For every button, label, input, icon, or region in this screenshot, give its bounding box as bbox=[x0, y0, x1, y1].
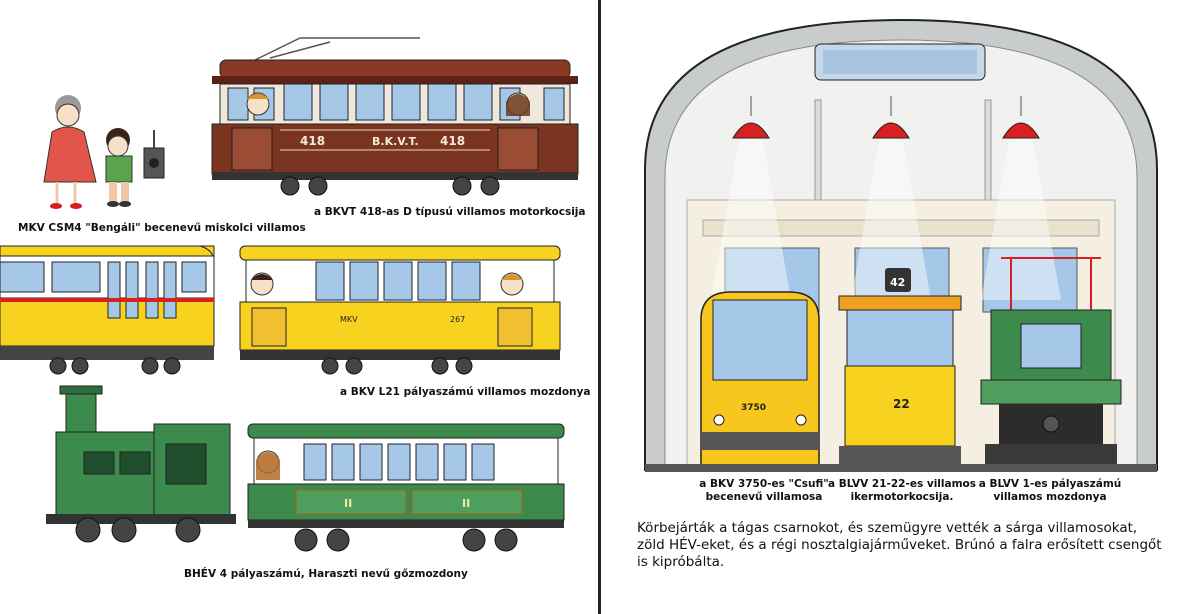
caption-blvv-1-line2: villamos mozdonya bbox=[993, 491, 1107, 503]
caption-blvv-21-22-line2: ikermotorkocsija. bbox=[850, 491, 954, 503]
right-page: 3750 42 22 bbox=[601, 0, 1200, 614]
l21-number-marking: 267 bbox=[450, 315, 465, 324]
story-line-3: is kipróbálta. bbox=[637, 554, 725, 570]
caption-bhev-4: BHÉV 4 pályaszámú, Haraszti nevű gőzmozd… bbox=[184, 568, 468, 580]
route-sign-42: 42 bbox=[890, 276, 905, 289]
caption-blvv-1-line1: a BLVV 1-es pályaszámú bbox=[978, 478, 1122, 490]
caption-blvv-1: a BLVV 1-es pályaszámú villamos mozdonya bbox=[975, 478, 1125, 504]
caption-csufi-line2: becenevű villamosa bbox=[705, 491, 823, 503]
bkv-3750-csufi-tram-illustration: 3750 bbox=[700, 291, 820, 471]
tram-operator-marking: B.K.V.T. bbox=[372, 135, 419, 148]
blvv-fleet-number-22: 22 bbox=[893, 397, 910, 411]
bkv-l21-tram-illustration: MKV 267 bbox=[239, 245, 561, 375]
left-page-illustration: 418 B.K.V.T. 418 bbox=[0, 37, 579, 552]
left-page: 418 B.K.V.T. 418 bbox=[0, 0, 598, 614]
caption-csufi-line1: a BKV 3750-es "Csufi" bbox=[699, 478, 829, 490]
tram-number-left: 418 bbox=[300, 134, 325, 148]
l21-operator-marking: MKV bbox=[340, 315, 358, 324]
hev-4-steam-locomotive-illustration bbox=[46, 385, 236, 543]
story-paragraph: Körbejárták a tágas csarnokot, és szemüg… bbox=[637, 520, 1177, 571]
csufi-fleet-number: 3750 bbox=[741, 403, 766, 413]
caption-blvv-21-22: a BLVV 21-22-es villamos ikermotorkocsij… bbox=[827, 478, 977, 504]
story-line-2: zöld HÉV-eket, és a régi nosztalgiajármű… bbox=[637, 537, 1162, 553]
carriage-class-marking-2: II bbox=[462, 497, 470, 510]
carriage-class-marking-1: II bbox=[344, 497, 352, 510]
caption-csufi: a BKV 3750-es "Csufi" becenevű villamosa bbox=[689, 478, 839, 504]
caption-bkvt-418: a BKVT 418-as D típusú villamos motorkoc… bbox=[314, 206, 586, 218]
mkv-bengali-tram-illustration bbox=[0, 245, 215, 375]
blvv-21-22-tram-illustration: 42 22 bbox=[838, 268, 962, 464]
depot-hall-illustration: 3750 42 22 bbox=[644, 18, 1158, 472]
caption-mkv-bengali: MKV CSM4 "Bengáli" becenevű miskolci vil… bbox=[18, 222, 306, 234]
caption-blvv-21-22-line1: a BLVV 21-22-es villamos bbox=[828, 478, 976, 490]
story-line-1: Körbejárták a tágas csarnokot, és szemüg… bbox=[637, 520, 1138, 536]
caption-bkv-l21: a BKV L21 pályaszámú villamos mozdonya bbox=[340, 386, 591, 398]
mother-and-child-illustration bbox=[43, 95, 165, 209]
blvv-1-locomotive-illustration bbox=[980, 257, 1122, 464]
tram-number-right: 418 bbox=[440, 134, 465, 148]
hev-green-carriage-illustration: II II bbox=[247, 423, 565, 552]
page-gutter bbox=[598, 0, 601, 614]
bkvt-418-tram-illustration: 418 B.K.V.T. 418 bbox=[211, 37, 579, 196]
ceiling-lamps bbox=[711, 96, 1061, 300]
